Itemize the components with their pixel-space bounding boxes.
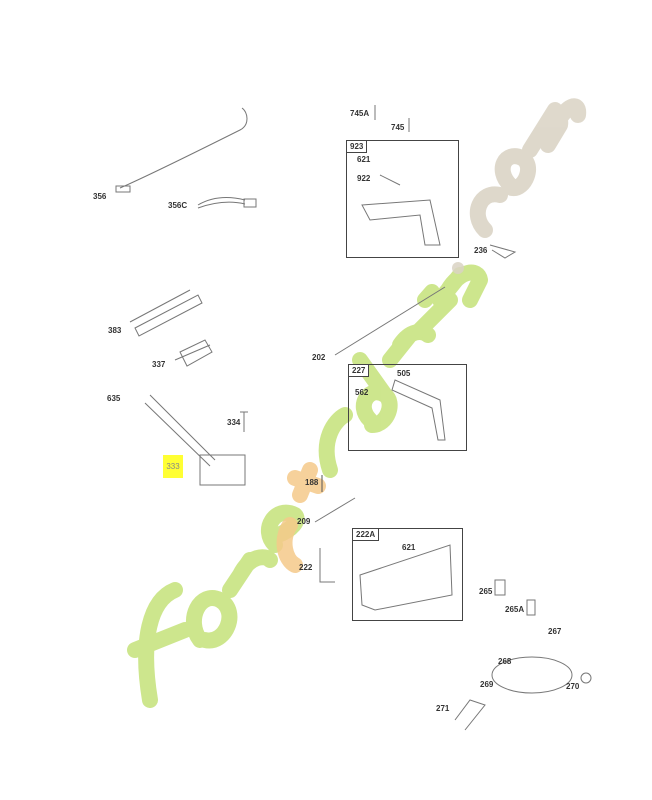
part-label[interactable]: 265 — [479, 587, 493, 596]
kit-label: 222A — [353, 529, 380, 541]
highlighted-part-label[interactable]: 333 — [163, 455, 183, 478]
part-label[interactable]: 922 — [357, 174, 371, 183]
wire-356 — [119, 107, 248, 189]
part-label[interactable]: 222 — [299, 563, 313, 572]
connector-356c — [243, 198, 257, 208]
part-label[interactable]: 188 — [305, 478, 319, 487]
wire-356c — [197, 197, 246, 209]
spring-922 — [379, 174, 401, 186]
kit-box-227: 227 — [348, 364, 467, 451]
part-label[interactable]: 209 — [297, 517, 311, 526]
part-label[interactable]: 356C — [168, 201, 188, 210]
bracket-923 — [361, 199, 441, 246]
part-label[interactable]: 236 — [474, 246, 488, 255]
part-383 — [129, 289, 203, 337]
link-236 — [489, 244, 517, 259]
bracket-222 — [319, 548, 335, 583]
bracket-222a — [359, 544, 453, 611]
part-label[interactable]: 337 — [152, 360, 166, 369]
part-label[interactable]: 745 — [391, 123, 405, 132]
kit-box-923: 923 — [346, 140, 459, 258]
kit-box-222a: 222A — [352, 528, 463, 621]
part-label[interactable]: 268 — [498, 657, 512, 666]
watermark-green-strokes — [127, 264, 488, 708]
clips-265 — [494, 579, 536, 616]
part-label[interactable]: 265A — [505, 605, 525, 614]
lead-635 — [144, 394, 216, 467]
part-label[interactable]: 269 — [480, 680, 494, 689]
part-label[interactable]: 745A — [350, 109, 370, 118]
part-label[interactable]: 270 — [566, 682, 580, 691]
part-label[interactable]: 635 — [107, 394, 121, 403]
part-label[interactable]: 562 — [355, 388, 369, 397]
bolts-745 — [374, 105, 410, 132]
part-label[interactable]: 356 — [93, 192, 107, 201]
watermark-orange-strokes — [276, 462, 326, 573]
part-271 — [454, 699, 486, 731]
coil-333 — [199, 454, 246, 486]
part-label[interactable]: 202 — [312, 353, 326, 362]
part-label[interactable]: 271 — [436, 704, 450, 713]
part-label[interactable]: 267 — [548, 627, 562, 636]
cable-268 — [491, 656, 573, 694]
lever-227 — [391, 379, 446, 441]
part-label[interactable]: 383 — [108, 326, 122, 335]
part-label[interactable]: 505 — [397, 369, 411, 378]
nut-270 — [580, 672, 592, 684]
spring-209 — [314, 497, 356, 523]
part-label[interactable]: 334 — [227, 418, 241, 427]
part-label[interactable]: 621 — [402, 543, 416, 552]
kit-label: 923 — [347, 141, 368, 153]
spark-plug-337 — [174, 339, 213, 367]
connector-356 — [115, 185, 131, 193]
rod-202 — [334, 286, 446, 356]
kit-label: 227 — [349, 365, 370, 377]
screw-334 — [240, 411, 248, 432]
part-label[interactable]: 621 — [357, 155, 371, 164]
watermark-beige-strokes — [452, 98, 587, 274]
